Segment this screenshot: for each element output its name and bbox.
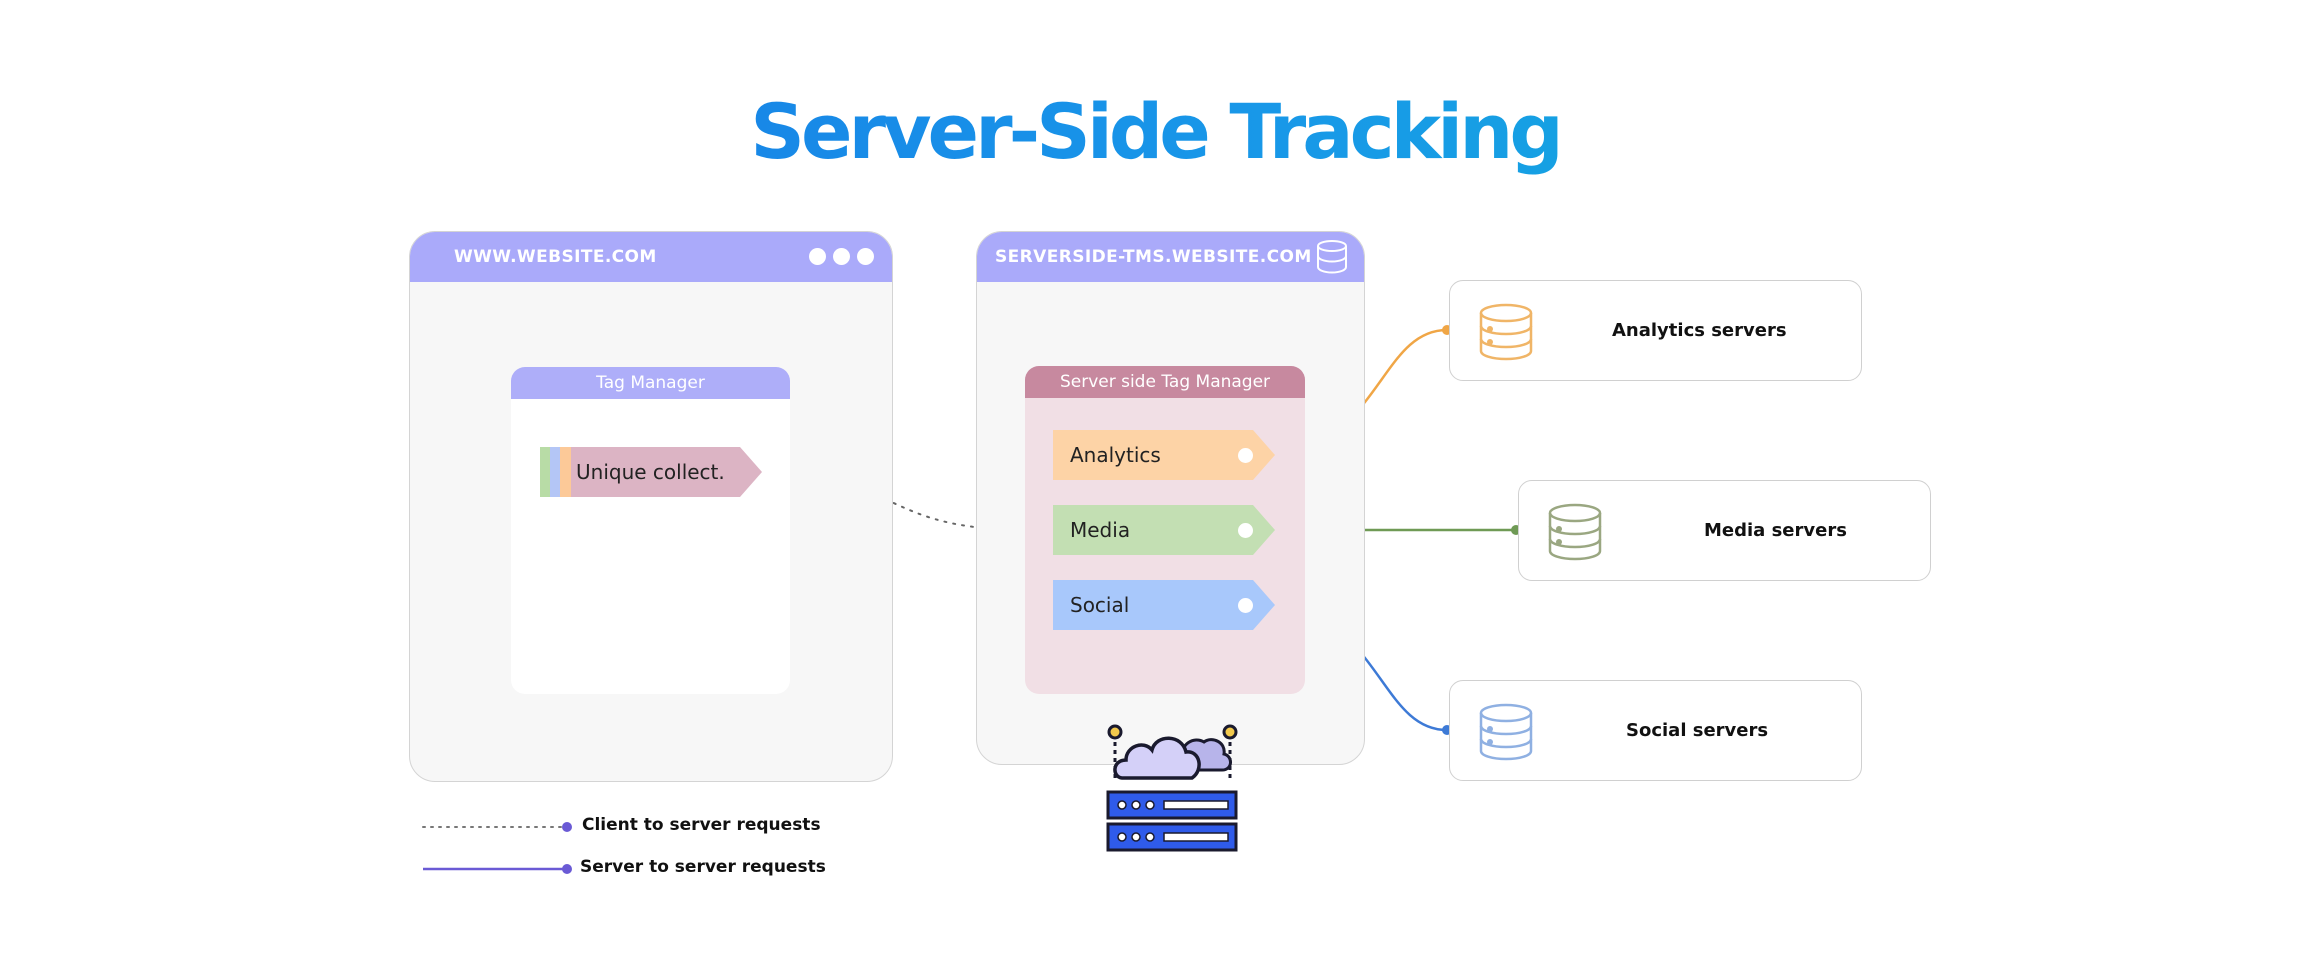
media-servers-label: Media servers xyxy=(1704,520,1847,541)
media-servers-box[interactable]: Media servers xyxy=(1518,480,1931,581)
legend-client-label: Client to server requests xyxy=(582,815,821,835)
tag-stripe-orange xyxy=(560,447,571,497)
social-tag-dot xyxy=(1238,598,1253,613)
server-tag-manager-title: Server side Tag Manager xyxy=(1025,366,1305,398)
page-title: Server-Side Tracking xyxy=(0,82,2310,182)
analytics-tag-dot xyxy=(1238,448,1253,463)
analytics-servers-box[interactable]: Analytics servers xyxy=(1449,280,1862,381)
tag-stripe-green xyxy=(540,447,550,497)
social-servers-label: Social servers xyxy=(1626,720,1769,741)
legend-server-label: Server to server requests xyxy=(580,857,826,877)
social-tag-label: Social xyxy=(1070,593,1130,617)
analytics-servers-label: Analytics servers xyxy=(1612,320,1787,341)
client-window-bar: WWW.WEBSITE.COM xyxy=(410,232,892,282)
more-dots-icon xyxy=(809,248,874,265)
database-icon xyxy=(1317,240,1347,274)
database-icon xyxy=(1479,703,1533,761)
server-window-bar: SERVERSIDE-TMS.WEBSITE.COM xyxy=(977,232,1364,282)
unique-collect-tag[interactable]: Unique collect. xyxy=(540,447,762,497)
tag-manager-panel: Tag Manager xyxy=(511,367,790,694)
database-icon xyxy=(1479,303,1533,361)
cloud-server-icon xyxy=(1106,724,1238,852)
media-tag-label: Media xyxy=(1070,518,1131,542)
social-servers-box[interactable]: Social servers xyxy=(1449,680,1862,781)
media-tag[interactable]: Media xyxy=(1053,505,1275,555)
social-tag[interactable]: Social xyxy=(1053,580,1275,630)
analytics-tag-label: Analytics xyxy=(1070,443,1161,467)
legend-server-dot xyxy=(562,864,572,874)
tag-stripe-blue xyxy=(550,447,560,497)
analytics-tag[interactable]: Analytics xyxy=(1053,430,1275,480)
unique-collect-label: Unique collect. xyxy=(576,460,725,484)
media-tag-dot xyxy=(1238,523,1253,538)
client-window-url: WWW.WEBSITE.COM xyxy=(454,247,657,267)
legend-client-dot xyxy=(562,822,572,832)
database-icon xyxy=(1548,503,1602,561)
tag-manager-title: Tag Manager xyxy=(511,367,790,399)
server-window-url: SERVERSIDE-TMS.WEBSITE.COM xyxy=(995,247,1312,267)
